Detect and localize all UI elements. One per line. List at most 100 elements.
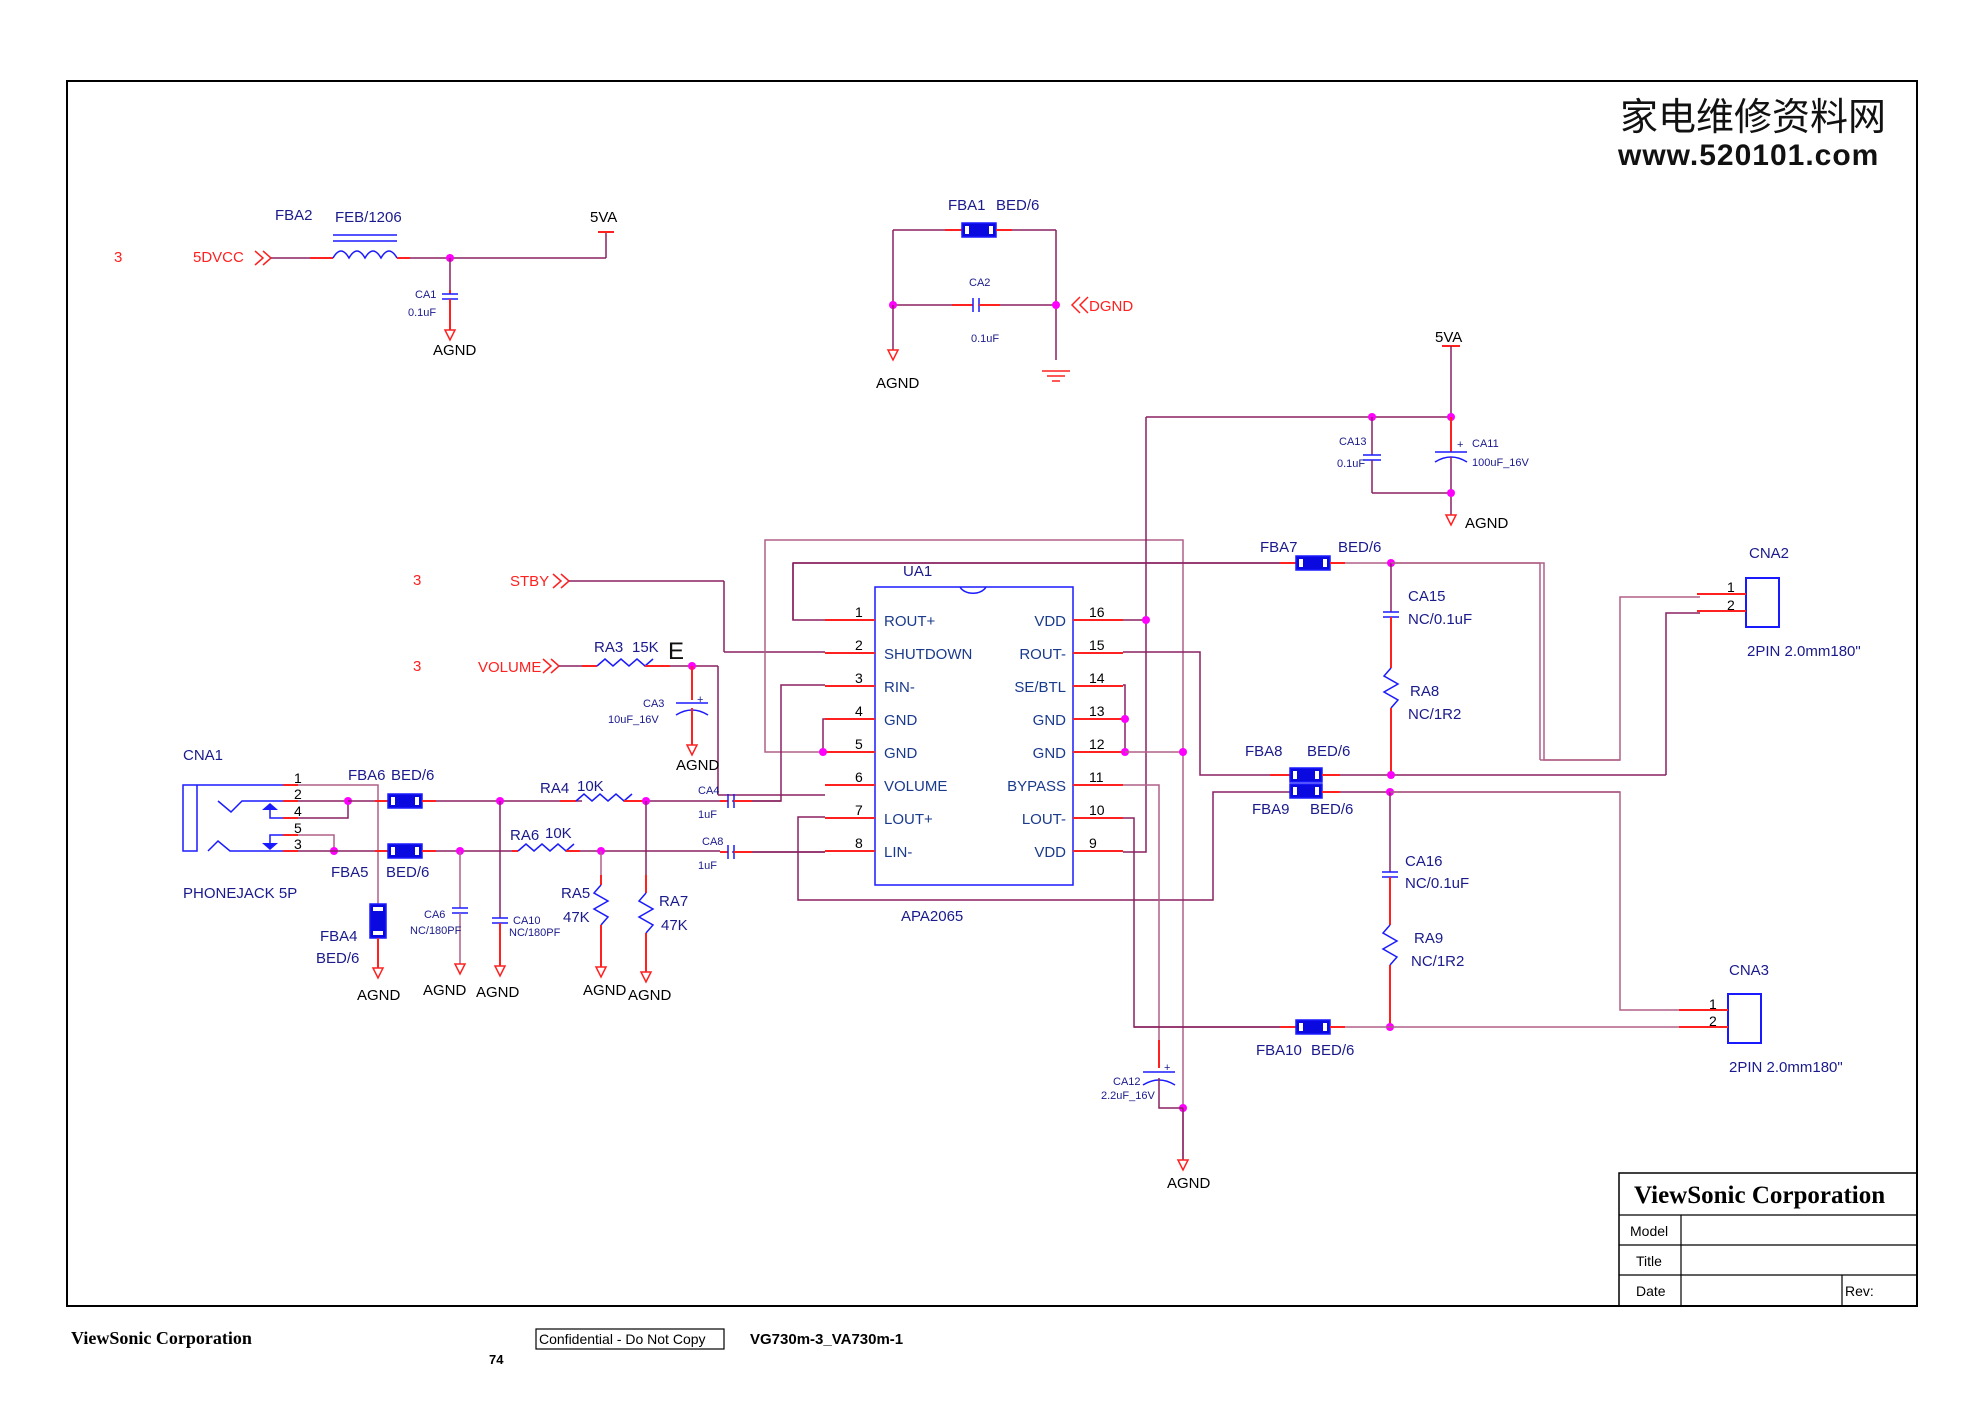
title-block-rev-label: Rev: <box>1845 1283 1874 1299</box>
ra4-ref: RA4 <box>540 780 569 797</box>
ic-pin-number: 4 <box>855 703 863 719</box>
ra8-ref: RA8 <box>1410 683 1439 700</box>
ground-tie-section: DGND AGND FBA1 BED/6 CA2 0.1uF <box>876 197 1133 392</box>
ic-notch-icon <box>959 586 987 594</box>
resistor-icon <box>1381 924 1399 966</box>
ca15-ref: CA15 <box>1408 588 1446 605</box>
offpage-connector-icon <box>542 658 561 674</box>
net-label-dgnd: DGND <box>1089 298 1133 315</box>
fba8-ref: FBA8 <box>1245 743 1283 760</box>
svg-text:+: + <box>1457 439 1463 451</box>
fba4-ref: FBA4 <box>320 928 358 945</box>
resistor-icon <box>596 658 654 667</box>
output-section: FBA7 BED/6 CA15 NC/0.1uF RA8 NC/1R2 FBA8… <box>792 539 1861 1192</box>
fba2-value: FEB/1206 <box>335 209 402 226</box>
svg-text:+: + <box>697 694 703 706</box>
title-block: ViewSonic Corporation Model Title Date R… <box>1618 1172 1918 1307</box>
ic-pin-number: 8 <box>855 835 863 851</box>
agnd-label: AGND <box>1167 1175 1211 1192</box>
ic-pin-number: 12 <box>1089 736 1105 752</box>
ic-pin-number: 6 <box>855 769 863 785</box>
cna1-pin-4: 4 <box>294 803 302 819</box>
ic-pin-name: VDD <box>1034 613 1066 630</box>
agnd-label: AGND <box>357 987 401 1004</box>
ca10-ref: CA10 <box>513 915 541 927</box>
ra4-value: 10K <box>577 778 604 795</box>
agnd-icon <box>453 963 467 976</box>
title-block-company: ViewSonic Corporation <box>1634 1182 1885 1209</box>
ca6-value: NC/180PF <box>410 925 462 937</box>
page-footer: ViewSonic Corporation Confidential - Do … <box>71 1328 903 1367</box>
fba9-ref: FBA9 <box>1252 801 1290 818</box>
ra3-ref: RA3 <box>594 639 623 656</box>
sheet-ref-stby: 3 <box>413 572 421 589</box>
cna2-pin-1: 1 <box>1727 579 1735 595</box>
ic-pin-number: 2 <box>855 637 863 653</box>
junction-dot <box>1447 489 1455 497</box>
ra9-value: NC/1R2 <box>1411 953 1464 970</box>
ca8-ref: CA8 <box>702 836 723 848</box>
net-label-5dvcc: 5DVCC <box>193 249 244 266</box>
cna3-pin-1: 1 <box>1709 996 1717 1012</box>
offpage-connector-icon <box>552 573 571 589</box>
agnd-icon <box>493 965 507 978</box>
agnd-label: AGND <box>476 984 520 1001</box>
ic-pin-number: 9 <box>1089 835 1097 851</box>
cna3-pin-2: 2 <box>1709 1013 1717 1029</box>
ca4-ref: CA4 <box>698 785 719 797</box>
ca2-ref: CA2 <box>969 277 990 289</box>
fba2-ref: FBA2 <box>275 207 313 224</box>
ca3-ref: CA3 <box>643 698 664 710</box>
title-block-date-label: Date <box>1636 1283 1666 1299</box>
ic-wiring <box>732 417 1620 1160</box>
ic-pin-name: BYPASS <box>1007 778 1066 795</box>
ic-ua1: UA1 APA2065 1ROUT+2SHUTDOWN3RIN-4GND5GND… <box>825 563 1123 925</box>
junction-dot <box>819 748 827 756</box>
ca16-ref: CA16 <box>1405 853 1443 870</box>
junction-dot <box>1052 301 1060 309</box>
ic-pin-name: LIN- <box>884 844 912 861</box>
rail-5va-top: 5VA <box>590 209 617 226</box>
cna1-ref: CNA1 <box>183 747 223 764</box>
ic-pin-number: 3 <box>855 670 863 686</box>
agnd-icon <box>685 744 699 757</box>
connector-cna2: CNA2 1 2 2PIN 2.0mm180" <box>1697 545 1861 660</box>
ic-pin-number: 1 <box>855 604 863 620</box>
ic-pin-number: 13 <box>1089 703 1105 719</box>
ic-pin-number: 14 <box>1089 670 1105 686</box>
title-block-model-label: Model <box>1630 1223 1668 1239</box>
fba5-value: BED/6 <box>386 864 429 881</box>
ca8-value: 1uF <box>698 860 717 872</box>
watermark-chinese: 家电维修资料网 <box>1620 95 1886 139</box>
fba6-value: BED/6 <box>391 767 434 784</box>
ic-pin-name: GND <box>1033 712 1067 729</box>
input-jack-section: CNA1 PHONEJACK 5P 1 2 4 5 3 AGND FBA4 BE… <box>182 747 825 1004</box>
ic-pin-number: 7 <box>855 802 863 818</box>
agnd-label: AGND <box>423 982 467 999</box>
ca13-value: 0.1uF <box>1337 458 1365 470</box>
ic-pin-number: 11 <box>1089 769 1104 785</box>
net-label-stby: STBY <box>510 573 549 590</box>
ic-pin-name: GND <box>884 712 918 729</box>
ic-pin-name: SE/BTL <box>1014 679 1066 696</box>
resistor-icon <box>592 884 610 926</box>
rail-5va-right: 5VA <box>1435 329 1462 346</box>
offpage-connector-icon <box>254 250 273 266</box>
cna2-ref: CNA2 <box>1749 545 1789 562</box>
cna3-ref: CNA3 <box>1729 962 1769 979</box>
ca10-value: NC/180PF <box>509 927 561 939</box>
agnd-label: AGND <box>1465 515 1509 532</box>
ic-pin-name: ROUT+ <box>884 613 935 630</box>
ra7-value: 47K <box>661 917 688 934</box>
ic-body <box>874 586 1074 886</box>
ca11-value: 100uF_16V <box>1472 457 1530 469</box>
fba6-ref: FBA6 <box>348 767 386 784</box>
ic-pin-number: 10 <box>1089 802 1105 818</box>
watermark-url: www.520101.com <box>1617 139 1879 172</box>
footer-model: VG730m-3_VA730m-1 <box>750 1331 903 1348</box>
agnd-label: AGND <box>628 987 672 1004</box>
title-block-title-label: Title <box>1636 1253 1662 1269</box>
ca1-ref: CA1 <box>415 289 436 301</box>
resistor-icon <box>1382 667 1400 709</box>
ic-pin-name: GND <box>1033 745 1067 762</box>
